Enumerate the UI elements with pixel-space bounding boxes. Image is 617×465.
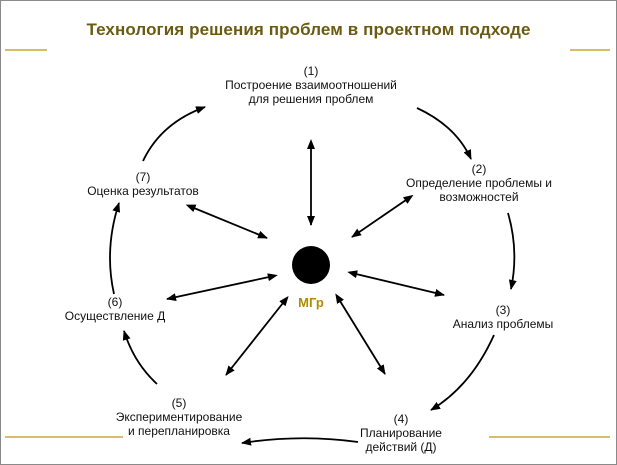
cycle-arrow-5-6	[122, 330, 158, 385]
step-1-text-line-2: для решения проблем	[248, 92, 374, 106]
cycle-arrow-7-1	[142, 106, 206, 162]
spoke-6	[166, 273, 278, 302]
bottom-right-rule	[489, 436, 610, 438]
step-7-text-line-1: Оценка результатов	[87, 184, 199, 198]
step-1-number: (1)	[303, 64, 319, 78]
step-1-label: (1) Построение взаимоотношений для решен…	[207, 64, 415, 106]
step-1-text-line-1: Построение взаимоотношений	[225, 78, 397, 92]
step-2-label: (2) Определение проблемы и возможностей	[393, 162, 565, 204]
step-2-text-line-1: Определение проблемы и	[406, 176, 552, 190]
cycle-arrow-1-2	[416, 107, 472, 160]
cycle-arrow-6-7	[109, 202, 121, 295]
step-3-number: (3)	[495, 303, 511, 317]
step-4-text-line-2: действий (Д)	[365, 440, 437, 454]
step-2-text-line-2: возможностей	[439, 190, 519, 204]
spoke-5	[225, 295, 289, 376]
spoke-4	[335, 293, 386, 375]
step-4-number: (4)	[393, 412, 409, 426]
spoke-3	[347, 270, 445, 297]
top-left-rule	[5, 49, 47, 51]
center-node	[292, 246, 330, 284]
bottom-left-rule	[5, 436, 123, 438]
step-3-text-line-1: Анализ проблемы	[452, 317, 554, 331]
spoke-7	[185, 204, 268, 239]
cycle-arrow-2-3	[507, 212, 517, 290]
top-right-rule	[570, 49, 610, 51]
spoke-2	[351, 194, 414, 238]
step-5-text-line-1: Экспериментирование	[115, 410, 243, 424]
step-5-text-line-2: и перепланировка	[128, 424, 230, 438]
step-5-number: (5)	[171, 396, 187, 410]
center-label: МГр	[298, 295, 324, 310]
step-4-text-line-1: Планирование	[360, 426, 442, 440]
diagram-title: Технология решения проблем в проектном п…	[86, 20, 531, 39]
step-5-label: (5) Экспериментирование и перепланировка	[104, 396, 254, 438]
step-6-number: (6)	[107, 295, 123, 309]
step-6-text-line-1: Осуществление Д	[64, 309, 166, 323]
cycle-arrow-3-4	[430, 334, 495, 411]
step-4-label: (4) Планирование действий (Д)	[342, 412, 460, 454]
cycle-arrow-4-5	[241, 437, 359, 446]
step-2-number: (2)	[471, 162, 487, 176]
step-6-label: (6) Осуществление Д	[53, 295, 177, 323]
step-3-label: (3) Анализ проблемы	[437, 303, 569, 331]
step-7-label: (7) Оценка результатов	[73, 170, 213, 198]
step-7-number: (7)	[135, 170, 151, 184]
